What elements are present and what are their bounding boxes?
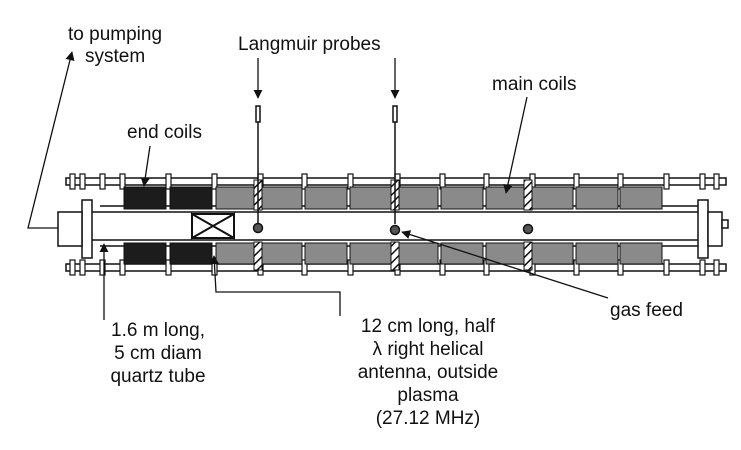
hatched-spacer-lower (523, 241, 533, 271)
rod-nut-upper (165, 173, 172, 190)
end-flanges (57, 199, 729, 259)
langmuir-probe-2 (389, 105, 401, 236)
main-coil-upper (349, 186, 393, 210)
hatched-spacer-lower (390, 241, 400, 271)
rod-nut-upper (699, 173, 706, 190)
end-coil-lower (169, 242, 213, 265)
tube-label-line2: 5 cm diam (114, 343, 202, 364)
main-coil-lower (349, 242, 393, 265)
rod-nut-upper (69, 173, 76, 190)
leader-lines (27, 51, 609, 320)
rod-nut-lower (119, 259, 126, 276)
end-coil-upper (169, 186, 213, 210)
main-coils-label: main coils (492, 74, 576, 95)
rod-nut-lower (99, 259, 106, 276)
coil-array (123, 186, 663, 265)
end-coils-arrow (140, 145, 151, 187)
left-end-flange (81, 199, 93, 259)
end-coils-label: end coils (127, 122, 202, 143)
antenna-label-line4: plasma (397, 385, 459, 406)
gas-feed-port (522, 223, 534, 235)
right-end-port (721, 219, 729, 229)
tube-label-line1: 1.6 m long, (111, 320, 205, 341)
rod-nut-lower (713, 259, 720, 276)
main-coil-upper (395, 186, 439, 210)
main-coil-lower (395, 242, 439, 265)
labels: to pumping system Langmuir probes main c… (68, 24, 683, 429)
right-end-stub (707, 211, 723, 247)
rod-nut-upper (79, 173, 86, 190)
rod-nut-lower (663, 259, 670, 276)
pumping-arrow (27, 51, 75, 229)
antenna-label-line2: λ right helical (373, 339, 484, 360)
rod-nut-lower (165, 259, 172, 276)
main-coil-lower (575, 242, 619, 265)
main-coils-arrow (503, 96, 528, 194)
left-end-stub (57, 211, 83, 247)
main-coil-lower (304, 242, 348, 265)
langmuir-probe-1 (252, 105, 264, 234)
rod-nut-lower (79, 259, 86, 276)
hatched-spacer-lower (253, 241, 263, 271)
main-coil-upper (440, 186, 484, 210)
langmuir-probes (252, 105, 534, 236)
gas-feed-arrow (401, 230, 609, 299)
main-coil-upper (215, 186, 259, 210)
main-coil-upper (304, 186, 348, 210)
antenna-label-line5: (27.12 MHz) (376, 408, 481, 429)
rod-nut-upper (663, 173, 670, 190)
rod-nut-upper (211, 173, 218, 190)
right-end-flange (697, 199, 709, 259)
end-coil-lower (123, 242, 167, 265)
main-coil-lower (215, 242, 259, 265)
tube-label-line3: quartz tube (110, 366, 205, 387)
pumping-label-line1: to pumping (68, 24, 162, 45)
antenna-label-line3: antenna, outside (358, 362, 499, 383)
pumping-label-line2: system (85, 46, 145, 67)
hatched-spacer-upper (523, 179, 533, 211)
helical-antenna (191, 212, 235, 240)
rod-nut-lower (69, 259, 76, 276)
main-coil-upper (575, 186, 619, 210)
gas-feed-label: gas feed (610, 300, 683, 321)
rod-nut-upper (713, 173, 720, 190)
rod-nut-upper (119, 173, 126, 190)
main-coil-lower (530, 242, 574, 265)
rod-nut-lower (699, 259, 706, 276)
antenna-label-line1: 12 cm long, half (361, 316, 496, 337)
main-coil-lower (619, 242, 663, 265)
main-coil-upper (530, 186, 574, 210)
main-coil-lower (259, 242, 303, 265)
main-coil-upper (259, 186, 303, 210)
end-coil-upper (123, 186, 167, 210)
main-coil-upper (619, 186, 663, 210)
langmuir-label: Langmuir probes (238, 34, 381, 55)
rod-nut-upper (99, 173, 106, 190)
antenna-arrow (209, 255, 341, 316)
